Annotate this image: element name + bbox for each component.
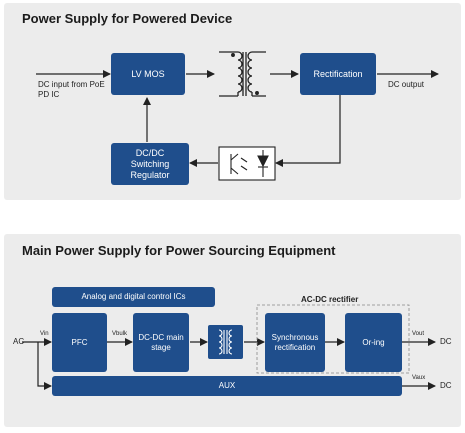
rectifier-outline [256,304,410,374]
dcdc-regulator-block: DC/DC Switching Regulator [111,143,189,185]
oring-block: Or-ing [345,313,402,372]
dc-output-1-label: DC [440,337,452,346]
dc-output-label: DC output [388,80,425,89]
optocoupler-icon [218,146,276,181]
vaux-label: Vaux [412,375,426,381]
sync-rectification-block: Synchronous rectification [265,313,325,372]
lv-mos-block: LV MOS [111,53,185,95]
control-ics-block: Analog and digital control ICs [52,287,215,307]
arrow-ac-to-aux [37,342,52,390]
feedback-line [275,95,341,167]
vout-label: Vout [412,331,425,337]
dc-output-2-label: DC [440,381,452,390]
ac-dc-rectifier-label: AC-DC rectifier [301,295,359,304]
dcdc-main-stage-block: DC-DC main stage [133,313,189,372]
transformer-icon-2 [208,325,243,359]
ac-input-label: AC [13,337,25,346]
rectification-block: Rectification [300,53,376,95]
vin-label: Vin [40,331,49,337]
aux-block: AUX [52,376,402,396]
diagram-title-pd: Power Supply for Powered Device [22,11,233,26]
diagram-title-pse: Main Power Supply for Power Sourcing Equ… [22,243,336,258]
pfc-block: PFC [52,313,107,372]
transformer-icon [219,51,266,97]
vbulk-label: Vbulk [112,331,128,337]
dc-input-label: DC input from PoE PD IC [38,80,105,99]
